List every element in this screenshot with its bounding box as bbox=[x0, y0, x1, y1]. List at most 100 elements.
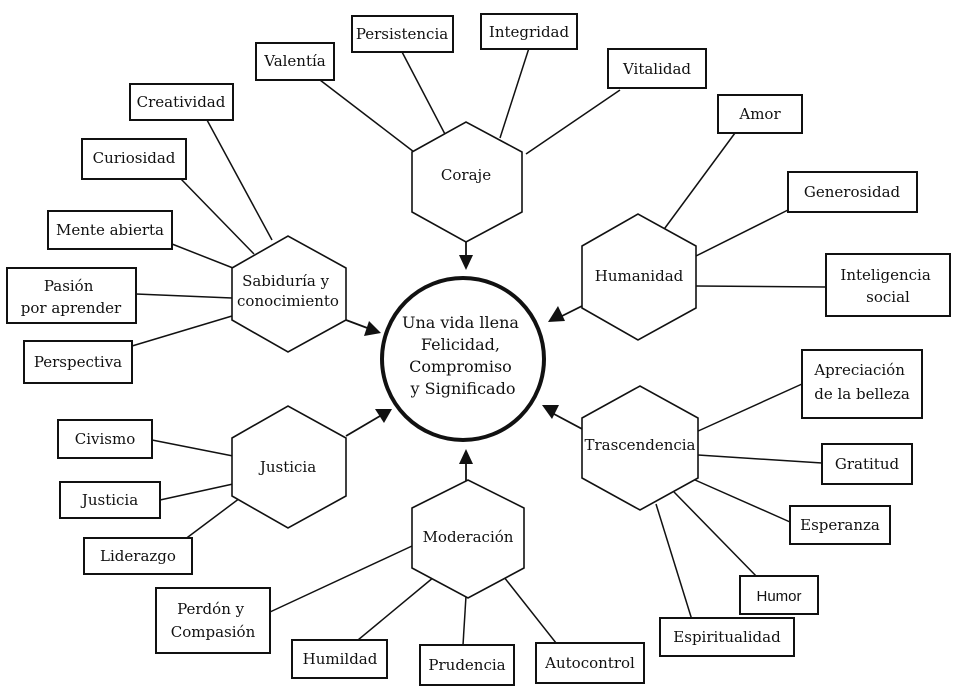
line-espiritualidad-trascendencia bbox=[655, 503, 693, 621]
virtue-trascendencia-label: Trascendencia bbox=[584, 436, 695, 454]
center-label: Una vida llena Felicidad, Compromiso y S… bbox=[402, 313, 524, 398]
strength-espiritualidad: Espiritualidad bbox=[659, 617, 795, 657]
virtue-sabiduria-label: Sabiduría y conocimiento bbox=[237, 272, 339, 310]
strength-apreciacion-line-2: de la belleza bbox=[814, 385, 910, 403]
strength-civismo: Civismo bbox=[57, 419, 153, 459]
strength-prudencia-label: Prudencia bbox=[428, 656, 505, 674]
strength-apreciacion-line-1: Apreciación bbox=[813, 361, 905, 379]
strength-esperanza-label: Esperanza bbox=[800, 516, 880, 534]
arrow-moderacion bbox=[459, 449, 473, 484]
arrow-humanidad bbox=[548, 305, 583, 322]
strength-esperanza: Esperanza bbox=[789, 505, 891, 545]
strength-perspectiva-label: Perspectiva bbox=[34, 353, 122, 371]
line-amor-humanidad bbox=[661, 132, 736, 233]
strength-inteligencia-social-label: Inteligencia social bbox=[840, 266, 935, 306]
line-liderazgo-justicia bbox=[183, 491, 249, 541]
strength-valentia: Valentía bbox=[255, 42, 335, 81]
strength-inteligencia-social: Inteligencia social bbox=[825, 253, 951, 317]
strength-liderazgo-label: Liderazgo bbox=[100, 547, 176, 565]
strength-perspectiva: Perspectiva bbox=[23, 340, 133, 384]
strength-integridad: Integridad bbox=[480, 13, 578, 50]
strength-persistencia-label: Persistencia bbox=[356, 25, 448, 43]
strength-amor-label: Amor bbox=[738, 105, 781, 123]
line-prudencia-moderacion bbox=[462, 595, 467, 646]
strength-inteligencia-social-line-1: Inteligencia bbox=[840, 266, 930, 284]
strength-gratitud-label: Gratitud bbox=[835, 455, 900, 473]
line-curiosidad-sabiduria bbox=[179, 177, 255, 255]
strength-pasion-label: Pasión por aprender bbox=[21, 277, 122, 317]
strength-gratitud: Gratitud bbox=[821, 443, 913, 485]
strength-autocontrol: Autocontrol bbox=[535, 642, 645, 684]
line-esperanza-trascendencia bbox=[685, 475, 791, 523]
virtue-sabiduria-line-1: Sabiduría y bbox=[242, 272, 330, 290]
strength-pasion-line-1: Pasión bbox=[44, 277, 94, 295]
virtue-coraje-label: Coraje bbox=[441, 166, 491, 184]
strength-valentia-label: Valentía bbox=[263, 52, 326, 70]
strength-generosidad: Generosidad bbox=[787, 171, 918, 213]
line-valentia-coraje bbox=[319, 79, 415, 153]
virtue-humanidad: Humanidad bbox=[581, 213, 697, 341]
strength-perdon-line-2: Compasión bbox=[171, 623, 256, 641]
line-humildad-moderacion bbox=[357, 571, 441, 641]
strength-mente-abierta-label: Mente abierta bbox=[56, 221, 164, 239]
strength-creatividad-label: Creatividad bbox=[137, 93, 226, 111]
virtue-moderacion-label: Moderación bbox=[423, 528, 514, 546]
strength-pasion-line-2: por aprender bbox=[21, 299, 122, 317]
line-pasion-sabiduria bbox=[135, 293, 233, 299]
strength-justicia-label: Justicia bbox=[80, 491, 138, 509]
line-civismo-justicia bbox=[151, 439, 234, 457]
line-persistencia-coraje bbox=[400, 49, 448, 139]
strength-perdon-label: Perdón y Compasión bbox=[171, 600, 256, 641]
strength-humildad: Humildad bbox=[291, 639, 388, 679]
strength-amor: Amor bbox=[717, 94, 803, 134]
strength-humor: Humor bbox=[739, 575, 819, 615]
arrow-trascendencia bbox=[542, 405, 585, 431]
virtue-humanidad-label: Humanidad bbox=[595, 267, 684, 285]
virtue-sabiduria: Sabiduría y conocimiento bbox=[231, 235, 347, 353]
virtue-trascendencia: Trascendencia bbox=[581, 385, 699, 511]
strength-vitalidad: Vitalidad bbox=[607, 48, 707, 89]
center-line-1: Una vida llena bbox=[402, 313, 519, 332]
strength-curiosidad: Curiosidad bbox=[81, 138, 187, 180]
center-node: Una vida llena Felicidad, Compromiso y S… bbox=[380, 276, 546, 442]
strength-generosidad-label: Generosidad bbox=[804, 183, 901, 201]
strength-integridad-label: Integridad bbox=[489, 23, 570, 41]
line-generosidad-humanidad bbox=[695, 209, 789, 257]
center-line-3: Compromiso bbox=[409, 357, 512, 376]
line-humor-trascendencia bbox=[673, 491, 761, 581]
line-autocontrol-moderacion bbox=[499, 571, 561, 649]
strength-apreciacion-label: Apreciación de la belleza bbox=[813, 361, 909, 403]
strength-espiritualidad-label: Espiritualidad bbox=[673, 628, 781, 646]
strength-creatividad: Creatividad bbox=[129, 83, 234, 121]
arrow-justicia bbox=[345, 409, 392, 437]
center-line-2: Felicidad, bbox=[421, 335, 500, 354]
strength-curiosidad-label: Curiosidad bbox=[93, 149, 176, 167]
line-gratitud-trascendencia bbox=[697, 454, 823, 464]
strength-pasion: Pasión por aprender bbox=[6, 267, 137, 324]
virtue-sabiduria-line-2: conocimiento bbox=[237, 292, 339, 310]
strength-humor-label: Humor bbox=[756, 588, 801, 605]
virtue-moderacion: Moderación bbox=[411, 479, 525, 599]
strength-humildad-label: Humildad bbox=[303, 650, 378, 668]
line-integridad-coraje bbox=[499, 47, 530, 139]
connector-lines bbox=[131, 47, 827, 649]
strength-mente-abierta: Mente abierta bbox=[47, 210, 173, 250]
strength-perdon: Perdón y Compasión bbox=[155, 587, 271, 654]
strength-prudencia: Prudencia bbox=[419, 644, 515, 686]
strength-inteligencia-social-line-2: social bbox=[866, 288, 910, 306]
strength-persistencia: Persistencia bbox=[351, 15, 454, 53]
virtue-justicia: Justicia bbox=[231, 405, 347, 529]
strength-justicia: Justicia bbox=[59, 481, 161, 519]
strength-civismo-label: Civismo bbox=[75, 430, 136, 448]
strength-perdon-line-1: Perdón y bbox=[177, 600, 245, 618]
line-perdon-moderacion bbox=[269, 545, 413, 613]
strength-autocontrol-label: Autocontrol bbox=[544, 654, 635, 672]
strength-vitalidad-label: Vitalidad bbox=[622, 60, 691, 78]
strength-apreciacion: Apreciación de la belleza bbox=[801, 349, 923, 419]
line-vitalidad-coraje bbox=[525, 89, 621, 155]
arrow-sabiduria bbox=[345, 319, 381, 336]
line-apreciacion-trascendencia bbox=[695, 383, 803, 433]
virtue-justicia-label: Justicia bbox=[258, 458, 316, 476]
strength-liderazgo: Liderazgo bbox=[83, 537, 193, 575]
